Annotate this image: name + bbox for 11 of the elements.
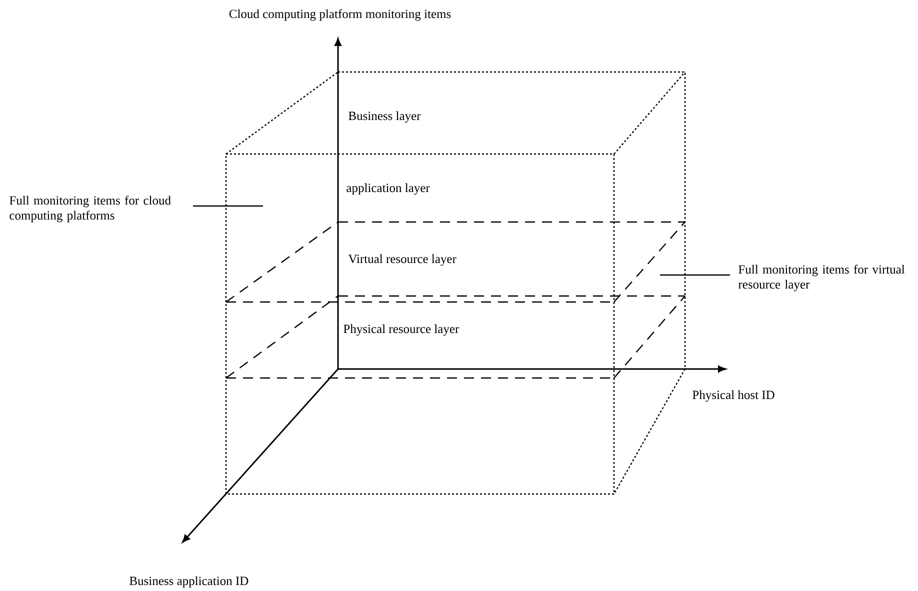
leader-line: [660, 274, 730, 276]
leader-line: [193, 205, 263, 207]
layer-label: application layer: [346, 183, 430, 195]
leader-text: Full monitoring items for cloud computing platforms: [10, 196, 171, 222]
axis-label: Physical host ID: [692, 390, 774, 402]
layer-label: Virtual resource layer: [348, 254, 456, 266]
axis-label: Cloud computing platform monitoring items: [229, 9, 451, 21]
layer-label: Business layer: [348, 111, 421, 123]
axis-label: Business application ID: [130, 576, 248, 588]
layer-label: Physical resource layer: [344, 324, 460, 336]
leader-text: Full monitoring items for virtual resource layer: [738, 264, 905, 292]
